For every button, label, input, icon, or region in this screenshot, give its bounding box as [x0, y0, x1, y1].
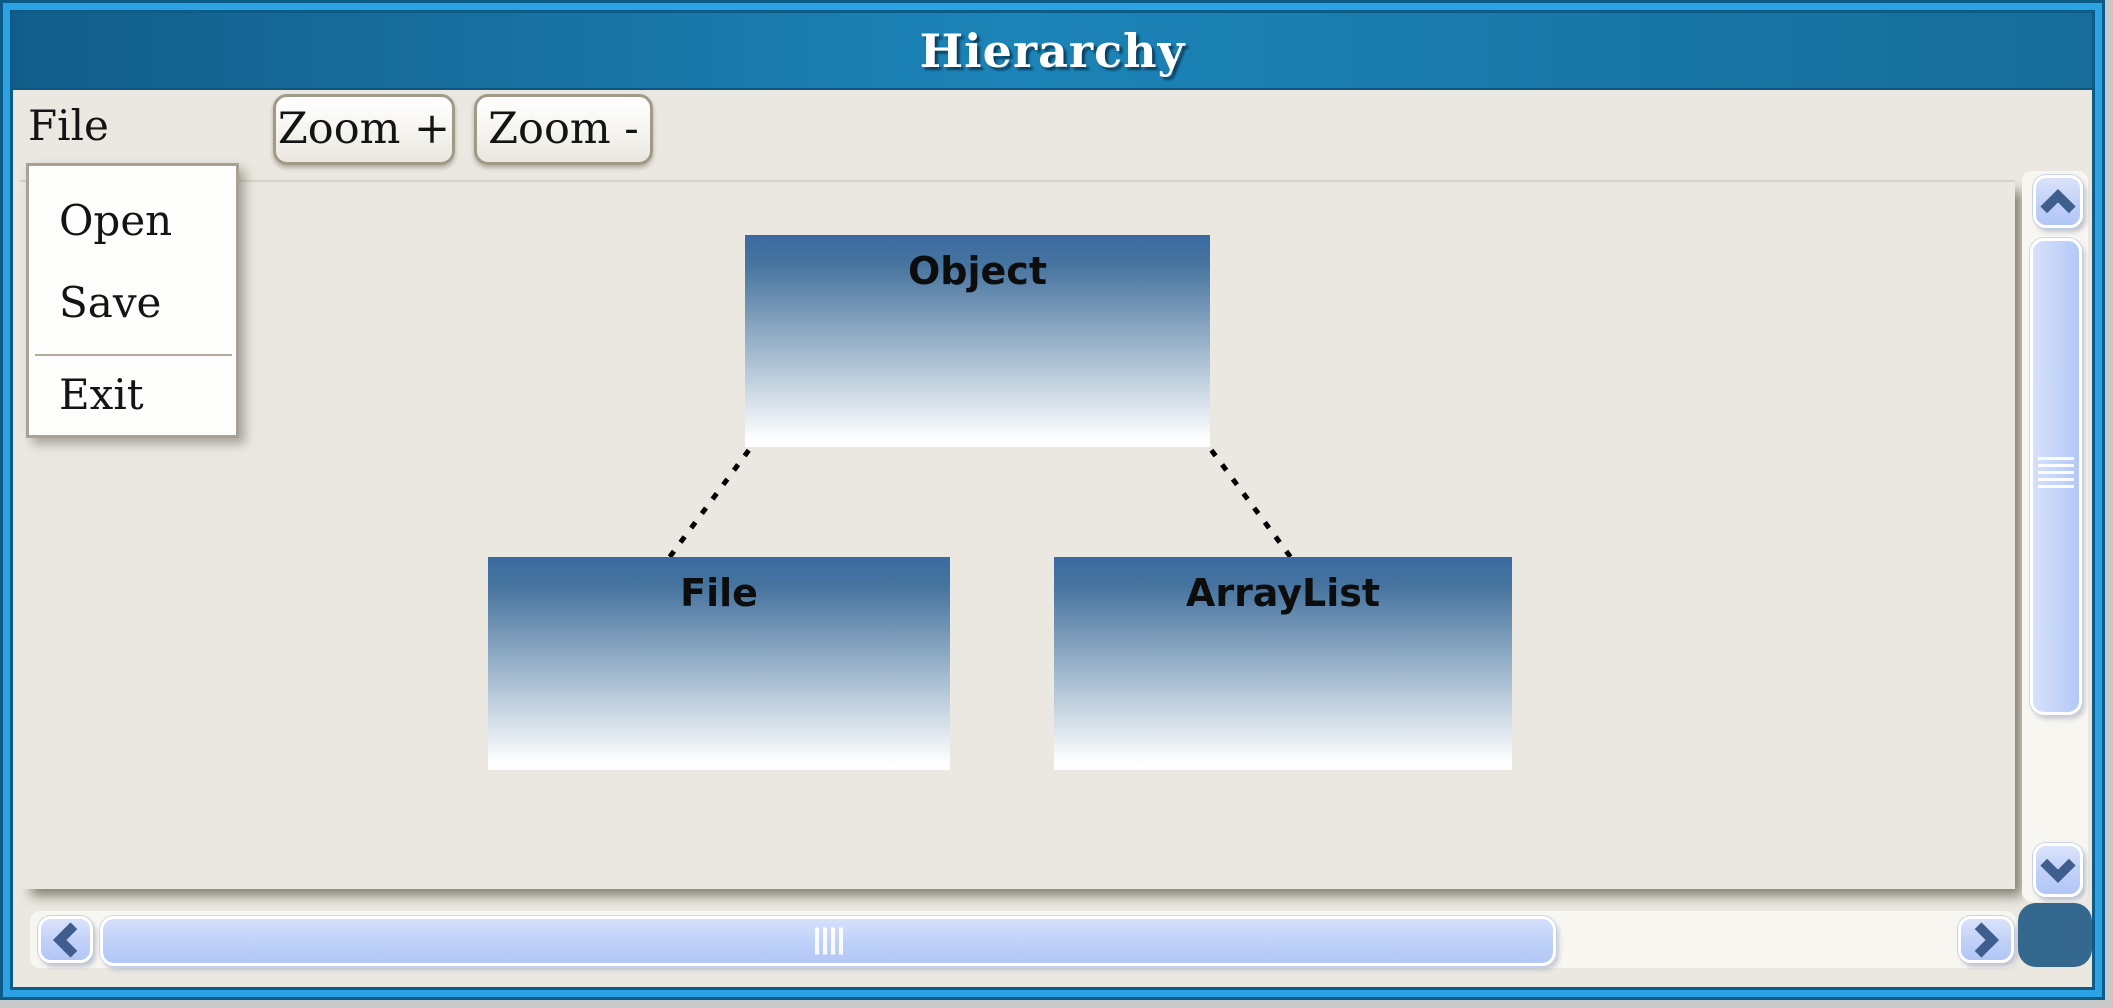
thumb-grip-line: [839, 927, 843, 955]
menu-separator: [35, 354, 232, 356]
menu-file[interactable]: File: [28, 101, 109, 150]
diagram-canvas: Object File ArrayList: [20, 180, 2015, 889]
scroll-down-button[interactable]: [2033, 843, 2083, 897]
menu-item-save[interactable]: Save: [59, 278, 162, 327]
chevron-down-icon: [2039, 855, 2077, 885]
diagram-edges: [666, 448, 1294, 560]
menu-item-exit[interactable]: Exit: [59, 370, 144, 419]
thumb-grip-line: [2038, 478, 2074, 481]
thumb-grip-line: [2038, 471, 2074, 474]
thumb-grip-line: [823, 927, 827, 955]
thumb-grip-line: [831, 927, 835, 955]
window-content: Hierarchy File Zoom + Zoom - Object File…: [10, 10, 2095, 990]
diagram-node-object[interactable]: Object: [745, 235, 1210, 447]
scroll-left-button[interactable]: [38, 916, 93, 963]
chevron-right-icon: [1971, 921, 2001, 959]
diagram-node-file[interactable]: File: [488, 557, 950, 770]
scrollbar-corner-grip[interactable]: [2018, 903, 2092, 967]
thumb-grip-line: [2038, 485, 2074, 488]
chevron-up-icon: [2039, 187, 2077, 217]
node-label: Object: [908, 249, 1047, 293]
scroll-up-button[interactable]: [2033, 175, 2083, 228]
node-label: File: [680, 571, 758, 615]
zoom-out-button[interactable]: Zoom -: [474, 94, 653, 165]
node-label: ArrayList: [1185, 571, 1381, 615]
horizontal-scrollbar-thumb[interactable]: [100, 916, 1556, 966]
menu-item-open[interactable]: Open: [59, 196, 173, 245]
window-frame: Hierarchy File Zoom + Zoom - Object File…: [3, 3, 2102, 997]
thumb-grip-line: [815, 927, 819, 955]
scroll-right-button[interactable]: [1958, 916, 2014, 963]
thumb-grip-line: [2038, 464, 2074, 467]
title-bar[interactable]: Hierarchy: [13, 13, 2092, 90]
diagram-node-arraylist[interactable]: ArrayList: [1054, 557, 1512, 770]
zoom-in-button[interactable]: Zoom +: [273, 94, 455, 165]
window-title: Hierarchy: [919, 23, 1186, 78]
thumb-grip-line: [2038, 457, 2074, 460]
file-menu-popup: Open Save Exit: [26, 163, 239, 438]
chevron-left-icon: [51, 921, 81, 959]
vertical-scrollbar-thumb[interactable]: [2030, 238, 2082, 715]
